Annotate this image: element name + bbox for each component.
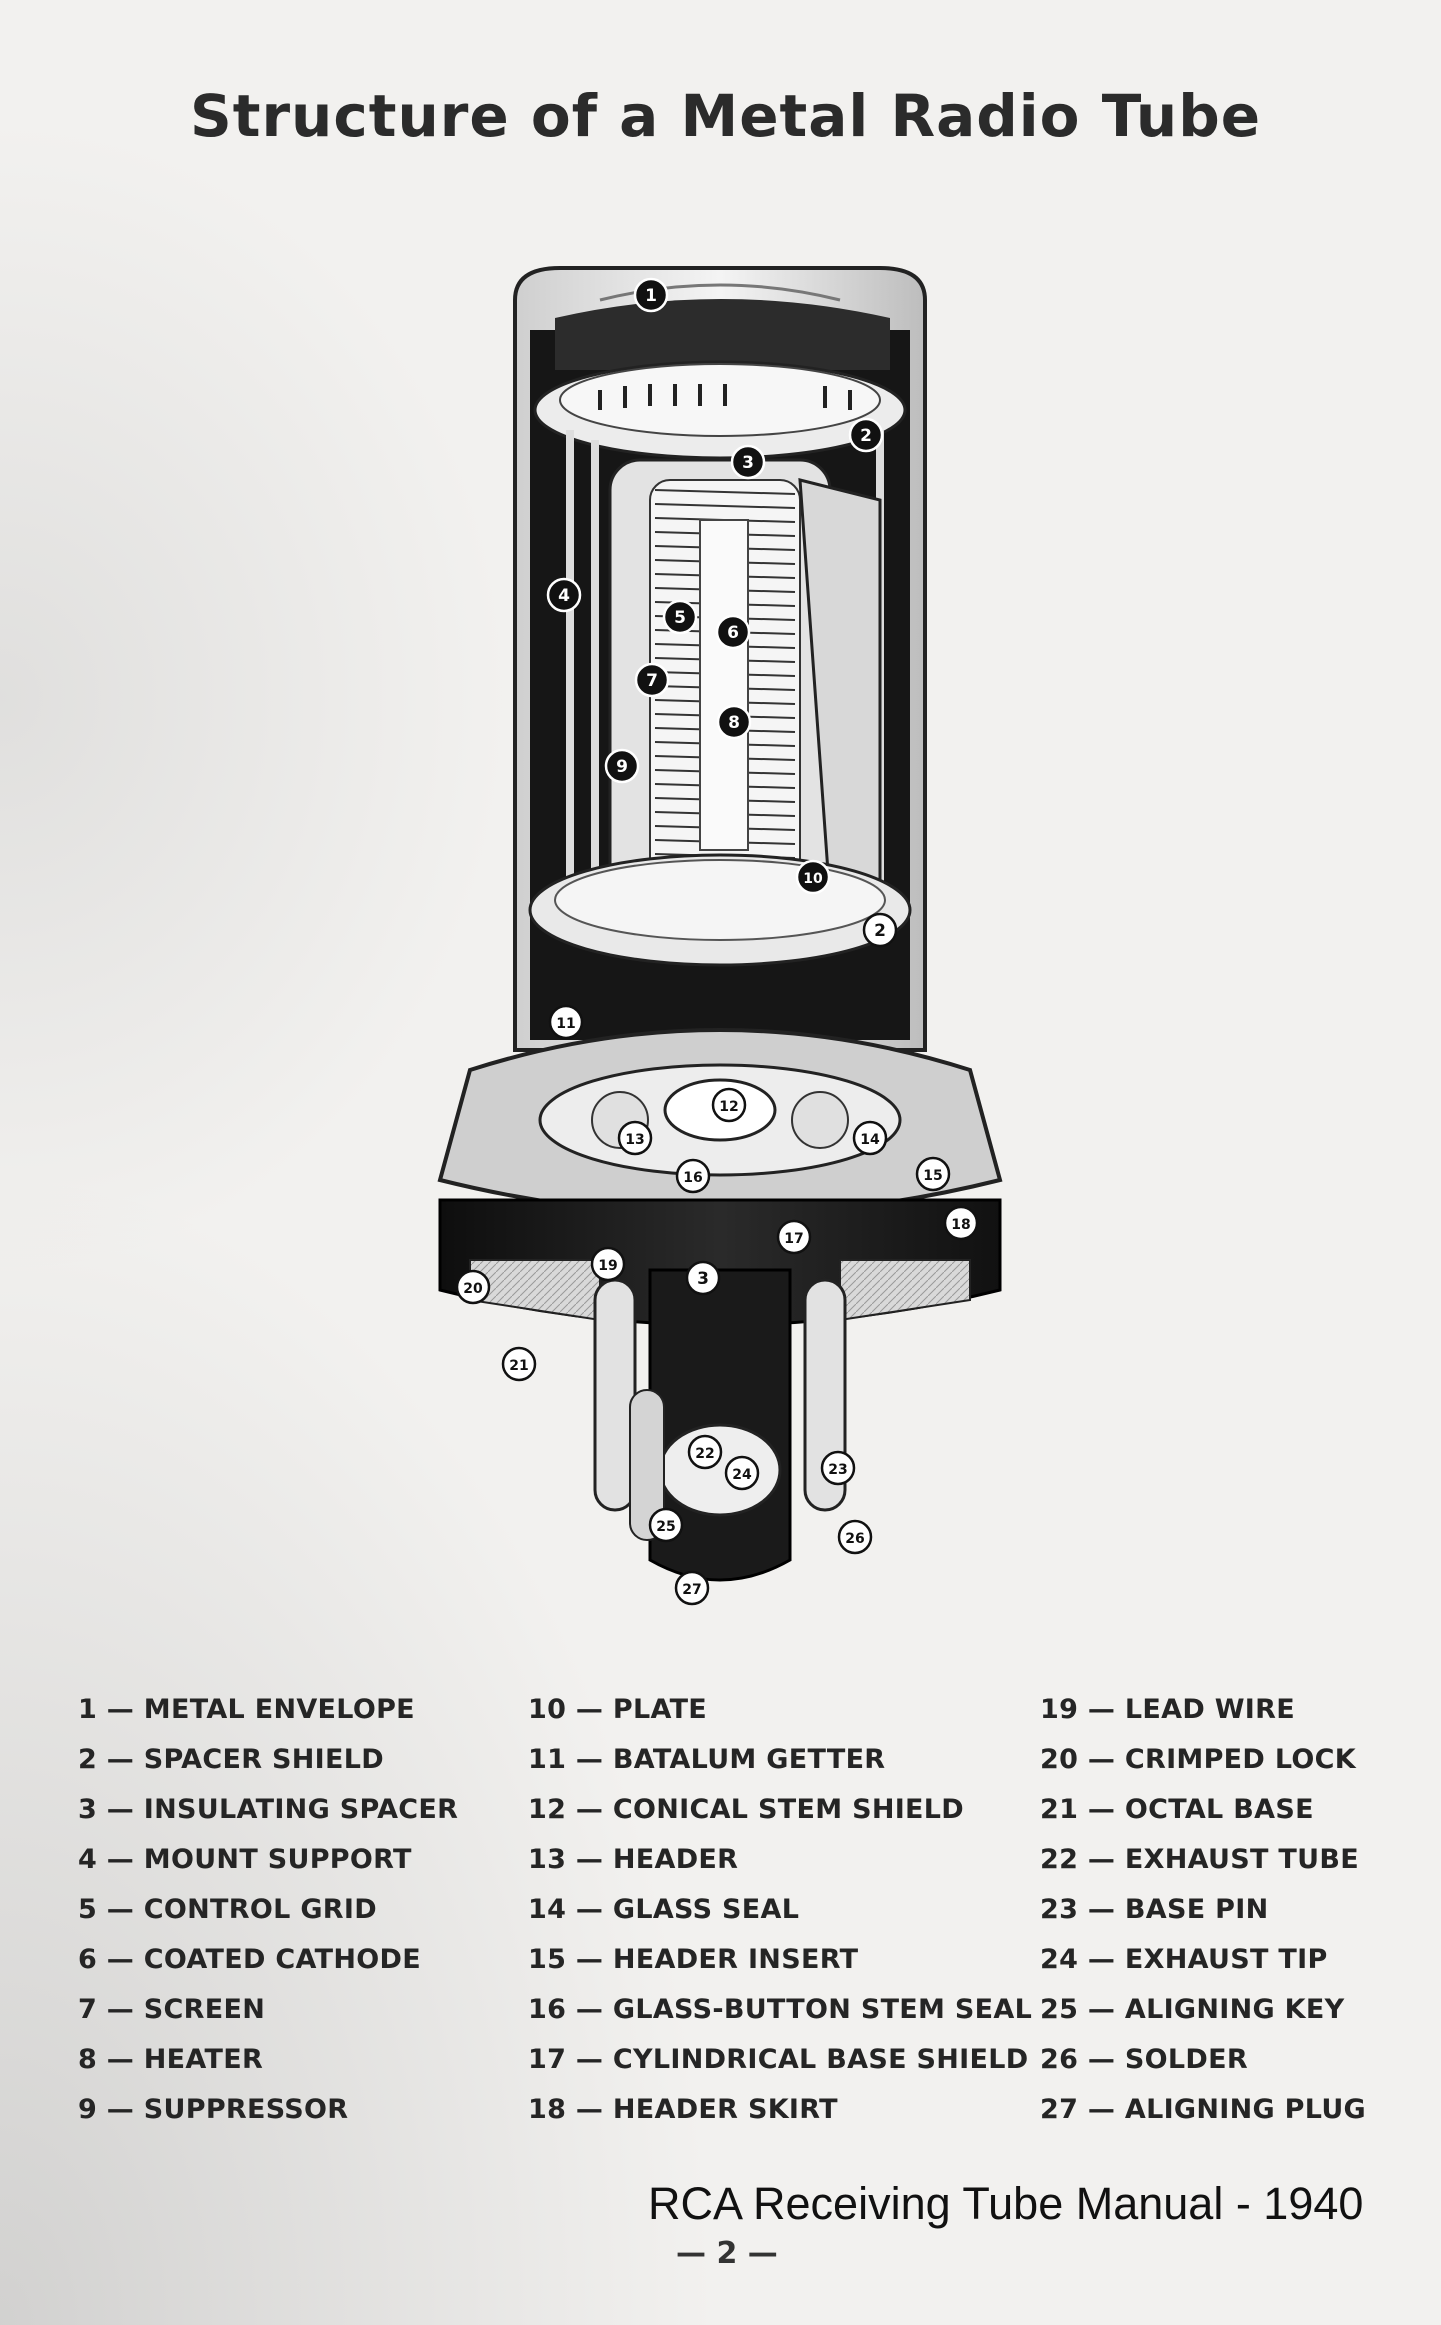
bottom-spacer: [528, 853, 912, 967]
callout-24: 24: [724, 1455, 760, 1491]
svg-text:15: 15: [923, 1168, 942, 1184]
callout-11: 11: [548, 1004, 584, 1040]
callout-18: 18: [943, 1205, 979, 1241]
legend-item: 26 — SOLDER: [1040, 2044, 1248, 2075]
legend-item: 8 — HEATER: [78, 2044, 264, 2075]
svg-text:26: 26: [845, 1531, 864, 1547]
svg-text:4: 4: [558, 586, 570, 606]
legend-item: 22 — EXHAUST TUBE: [1040, 1844, 1359, 1875]
page-title: Structure of a Metal Radio Tube: [189, 82, 1262, 150]
octal-base: [438, 1198, 1002, 1582]
svg-text:2: 2: [874, 921, 886, 941]
callout-16: 16: [675, 1158, 711, 1194]
callout-17: 17: [776, 1219, 812, 1255]
svg-text:22: 22: [695, 1446, 714, 1462]
legend-item: 4 — MOUNT SUPPORT: [78, 1844, 412, 1875]
callout-8: 8: [716, 704, 752, 740]
legend-item: 3 — INSULATING SPACER: [78, 1794, 459, 1825]
legend-item: 12 — CONICAL STEM SHIELD: [528, 1794, 965, 1825]
svg-text:7: 7: [646, 671, 658, 691]
svg-text:24: 24: [732, 1467, 752, 1483]
callout-7: 7: [634, 662, 670, 698]
legend-item: 21 — OCTAL BASE: [1040, 1794, 1314, 1825]
callout-22: 22: [687, 1434, 723, 1470]
legend-item: 1 — METAL ENVELOPE: [78, 1694, 415, 1725]
legend-item: 11 — BATALUM GETTER: [528, 1744, 886, 1775]
svg-text:11: 11: [556, 1016, 575, 1032]
callout-14: 14: [852, 1120, 888, 1156]
svg-text:27: 27: [682, 1582, 701, 1598]
callout-15: 15: [915, 1156, 951, 1192]
callout-25: 25: [648, 1507, 684, 1543]
callout-26: 26: [837, 1519, 873, 1555]
legend-item: 19 — LEAD WIRE: [1040, 1694, 1295, 1725]
svg-text:5: 5: [674, 608, 686, 628]
svg-text:1: 1: [645, 286, 657, 306]
svg-text:18: 18: [951, 1217, 970, 1233]
legend-item: 15 — HEADER INSERT: [528, 1944, 859, 1975]
svg-text:21: 21: [509, 1358, 528, 1374]
callout-4: 4: [546, 577, 582, 613]
legend-item: 10 — PLATE: [528, 1694, 708, 1725]
svg-text:10: 10: [803, 871, 823, 887]
callout-3: 3: [730, 444, 766, 480]
svg-text:20: 20: [463, 1281, 483, 1297]
callout-20: 20: [455, 1269, 491, 1305]
legend-column-3: 19 — LEAD WIRE 20 — CRIMPED LOCK 21 — OC…: [1040, 1685, 1366, 2135]
svg-text:3: 3: [697, 1269, 709, 1289]
legend-item: 20 — CRIMPED LOCK: [1040, 1744, 1356, 1775]
electrode-cage: [608, 458, 882, 903]
legend-column-2: 10 — PLATE 11 — BATALUM GETTER 12 — CONI…: [528, 1685, 1032, 2135]
callout-2: 2: [862, 912, 898, 948]
legend-item: 27 — ALIGNING PLUG: [1040, 2094, 1366, 2125]
legend-item: 7 — SCREEN: [78, 1994, 266, 2025]
legend-item: 6 — COATED CATHODE: [78, 1944, 421, 1975]
page-number: — 2 —: [676, 2236, 778, 2271]
legend-column-1: 1 — METAL ENVELOPE 2 — SPACER SHIELD 3 —…: [78, 1685, 458, 2135]
callout-9: 9: [604, 748, 640, 784]
svg-text:19: 19: [598, 1258, 617, 1274]
svg-text:8: 8: [728, 713, 740, 733]
callout-10: 10: [795, 859, 831, 895]
top-spacer: [533, 360, 907, 460]
callout-2: 2: [848, 417, 884, 453]
svg-text:16: 16: [683, 1170, 702, 1186]
callout-6: 6: [715, 614, 751, 650]
svg-text:23: 23: [828, 1462, 847, 1478]
svg-text:13: 13: [625, 1132, 644, 1148]
legend-item: 18 — HEADER SKIRT: [528, 2094, 838, 2125]
legend-item: 23 — BASE PIN: [1040, 1894, 1269, 1925]
svg-text:12: 12: [719, 1099, 738, 1115]
svg-text:25: 25: [656, 1519, 675, 1535]
callout-12: 12: [711, 1087, 747, 1123]
svg-text:6: 6: [727, 623, 739, 643]
callout-13: 13: [617, 1120, 653, 1156]
legend-item: 2 — SPACER SHIELD: [78, 1744, 384, 1775]
svg-text:3: 3: [742, 453, 754, 473]
legend-item: 5 — CONTROL GRID: [78, 1894, 377, 1925]
svg-text:17: 17: [784, 1231, 803, 1247]
callout-1: 1: [633, 277, 669, 313]
source-credit: RCA Receiving Tube Manual - 1940: [648, 2178, 1364, 2229]
callout-21: 21: [501, 1346, 537, 1382]
header-assembly: [437, 1028, 1003, 1217]
legend-item: 9 — SUPPRESSOR: [78, 2094, 349, 2125]
callout-23: 23: [820, 1450, 856, 1486]
callout-19: 19: [590, 1246, 626, 1282]
callout-5: 5: [662, 599, 698, 635]
svg-text:9: 9: [616, 757, 628, 777]
legend-item: 17 — CYLINDRICAL BASE SHIELD: [528, 2044, 1029, 2075]
svg-text:2: 2: [860, 426, 872, 446]
callout-27: 27: [674, 1570, 710, 1606]
legend-item: 13 — HEADER: [528, 1844, 739, 1875]
legend-item: 24 — EXHAUST TIP: [1040, 1944, 1328, 1975]
legend-item: 16 — GLASS-BUTTON STEM SEAL: [528, 1994, 1033, 2025]
legend-item: 14 — GLASS SEAL: [528, 1894, 800, 1925]
svg-text:14: 14: [860, 1132, 880, 1148]
callout-3: 3: [685, 1260, 721, 1296]
legend-item: 25 — ALIGNING KEY: [1040, 1994, 1345, 2025]
